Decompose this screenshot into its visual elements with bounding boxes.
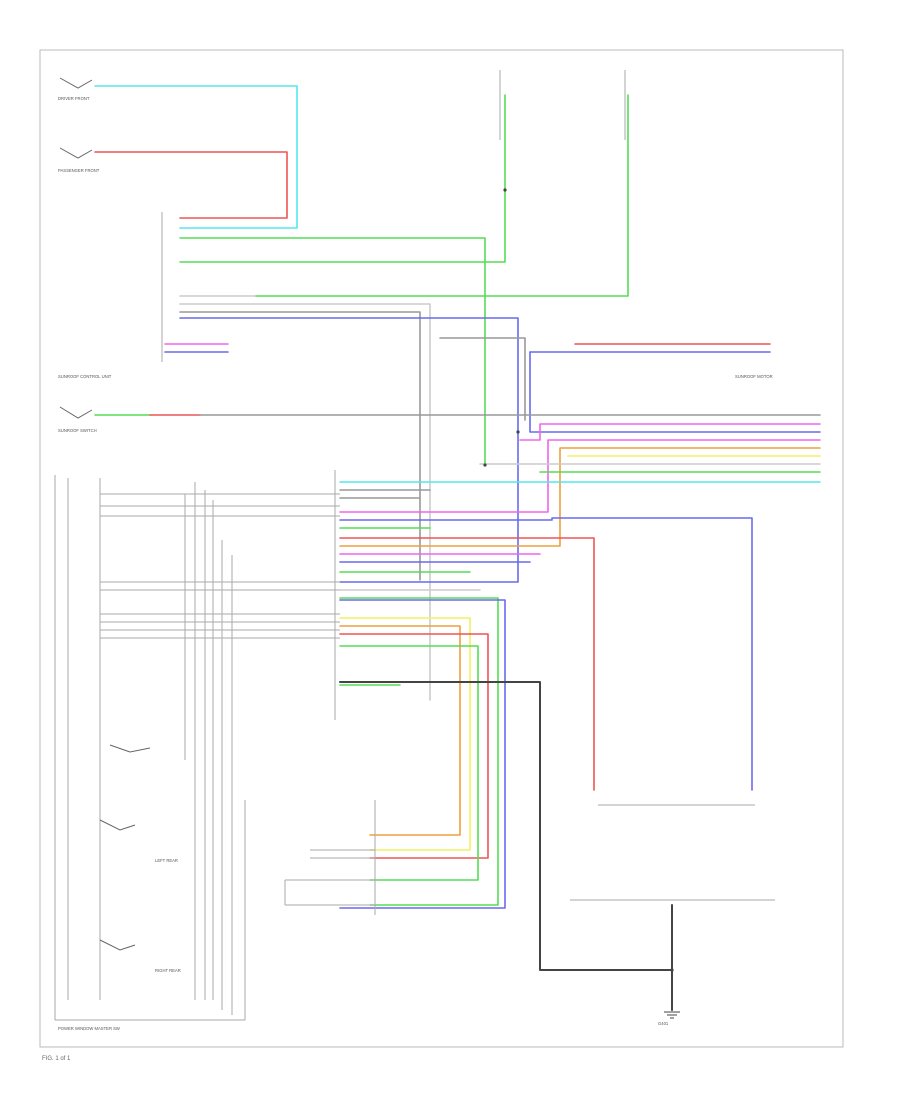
- wire-pnk-bundle: [519, 423, 821, 441]
- junction-1: [483, 463, 487, 467]
- switch-passenger-front: [59, 147, 93, 159]
- label-right-rear: RIGHT REAR: [155, 968, 181, 973]
- wire-grn-fuse-1: [179, 94, 506, 263]
- wire-grn-mc-4: [339, 645, 479, 881]
- wire-grn-main: [179, 237, 486, 466]
- switch-right: [99, 939, 136, 951]
- wire-pnk-2: [339, 439, 821, 513]
- wire-blu-mc-3: [339, 599, 506, 909]
- diagram-border: [39, 49, 844, 1048]
- wire-grn-mc-3: [339, 597, 499, 906]
- label-driver-front-switch: DRIVER FRONT: [58, 96, 90, 101]
- footer-text: FIG. 1 of 1: [42, 1056, 71, 1062]
- label-sunroof-switch: SUNROOF SWITCH: [58, 428, 97, 433]
- wire-red-mc-2: [339, 633, 489, 859]
- junction-3: [670, 968, 674, 972]
- label-control-unit: SUNROOF CONTROL UNIT: [58, 374, 112, 379]
- junction-4: [516, 430, 520, 434]
- wire-red-mc-1: [339, 537, 595, 791]
- label-master-switch: POWER WINDOW MASTER SW: [58, 1026, 120, 1031]
- wire-blu-mc-1: [339, 517, 753, 791]
- wire-yel-mc: [339, 617, 471, 851]
- switch-driver-front: [59, 77, 93, 89]
- label-ground: G401: [658, 1021, 669, 1026]
- label-sunroof-motor: SUNROOF MOTOR: [735, 374, 773, 379]
- wire-gry-sunroof: [439, 337, 526, 421]
- label-passenger-front-switch: PASSENGER FRONT: [58, 168, 100, 173]
- wire-red-top: [94, 151, 288, 219]
- wire-wht-2: [179, 303, 431, 701]
- junction-2: [503, 188, 507, 192]
- wire-blk-ground: [339, 681, 673, 971]
- label-left-rear: LEFT REAR: [155, 858, 178, 863]
- wire-org-mc: [339, 625, 461, 836]
- wire-lt-blu-top: [94, 85, 298, 229]
- switch-lock: [109, 744, 151, 753]
- wire-grn-fuse-2: [254, 94, 629, 297]
- wire-blu-sunroof-drop: [529, 351, 821, 433]
- wire-org-1: [339, 447, 821, 547]
- switch-left: [99, 819, 136, 831]
- wire-blu-ctrl: [179, 317, 519, 583]
- switch-sunroof: [59, 406, 93, 419]
